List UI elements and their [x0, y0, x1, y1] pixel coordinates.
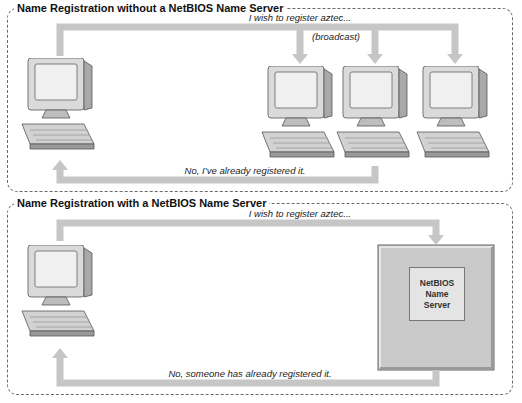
panel-title: Name Registration without a NetBIOS Name… [14, 1, 287, 15]
message-label: (broadcast) [312, 31, 360, 43]
broadcast-arrow [372, 27, 379, 56]
computer-icon [417, 66, 489, 157]
server-box [378, 245, 494, 370]
message-label: No, someone has already registered it. [168, 368, 331, 380]
broadcast-arrow [60, 27, 455, 56]
scenario-panel: Name Registration without a NetBIOS Name… [7, 8, 513, 192]
broadcast-arrow [297, 27, 304, 56]
arrow-head [447, 54, 463, 64]
message-label: I wish to register aztec... [249, 208, 351, 220]
server-bevel [380, 247, 492, 368]
computer-icon [22, 245, 94, 336]
panel-title: Name Registration with a NetBIOS Name Se… [14, 196, 269, 210]
arrow-head [367, 54, 383, 64]
scenario-panel: Name Registration with a NetBIOS Name Se… [7, 203, 513, 395]
arrow-head [52, 160, 68, 170]
message-label: No, I’ve already registered it. [185, 165, 306, 177]
arrow-head [292, 54, 308, 64]
reply-arrow [60, 358, 436, 383]
arrow-head [52, 348, 68, 358]
message-label: I wish to register aztec... [249, 12, 351, 24]
server-label: NetBIOS Name Server [410, 276, 464, 313]
server-bevel [380, 247, 492, 368]
arrow-head [428, 235, 444, 245]
computer-icon [262, 66, 334, 157]
request-arrow [60, 223, 436, 241]
server-label-box: NetBIOS Name Server [409, 267, 465, 321]
reply-arrow [60, 166, 375, 180]
computer-icon [337, 66, 409, 157]
computer-icon [22, 58, 94, 149]
